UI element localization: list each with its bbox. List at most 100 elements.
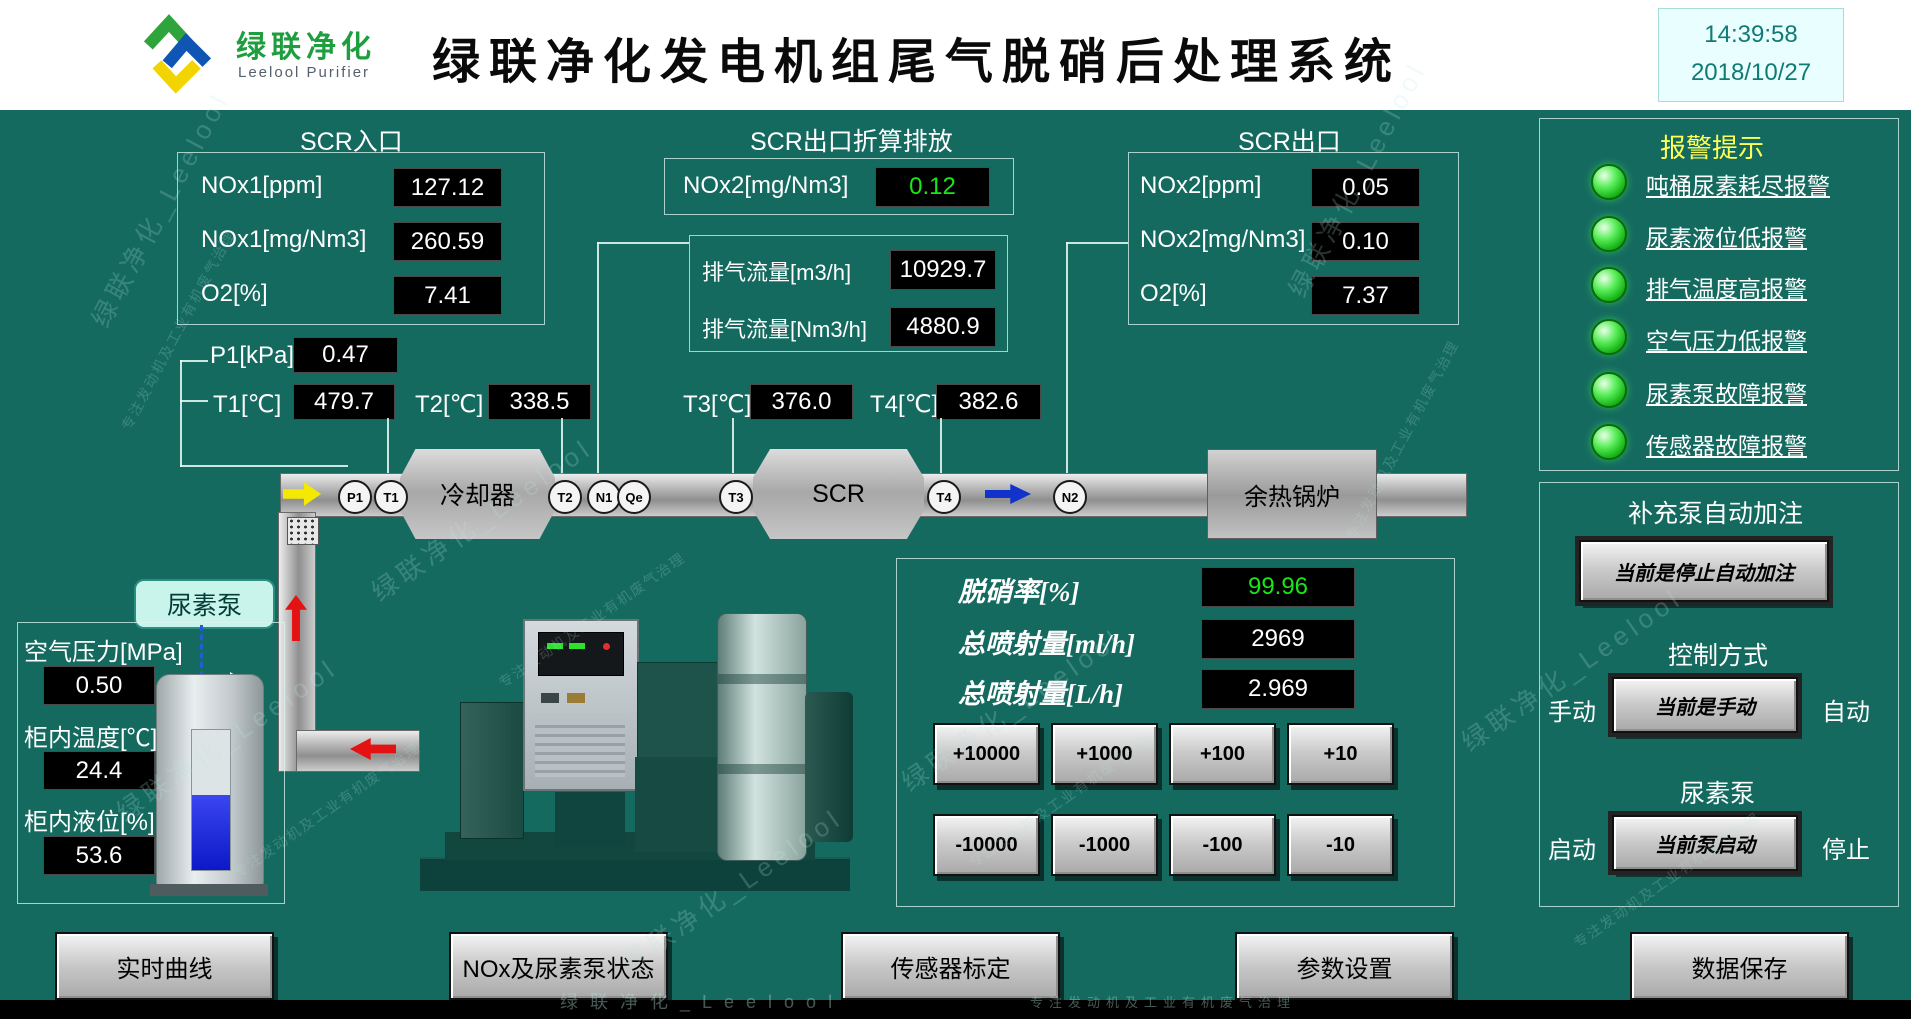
cabinet-temp-value: 24.4 (43, 751, 155, 790)
company-logo-icon (143, 14, 212, 94)
current-date: 2018/10/27 (1690, 59, 1812, 86)
nav-realtime-curve-button[interactable]: 实时曲线 (55, 932, 274, 1000)
generator-mid-block (635, 757, 730, 852)
inject-plus-100-button[interactable]: +100 (1169, 723, 1276, 785)
injector-valve-icon (287, 517, 319, 545)
t4-value: 382.6 (936, 384, 1041, 420)
scr-converted-label: NOx2[mg/Nm3] (683, 172, 849, 199)
nav-data-save-button[interactable]: 数据保存 (1630, 932, 1849, 1000)
urea-pump-tag: 尿素泵 (134, 579, 275, 629)
alarm-item-link[interactable]: 吨桶尿素耗尽报警 (1646, 173, 1830, 199)
alarm-item-link[interactable]: 尿素液位低报警 (1646, 225, 1807, 251)
t3-label: T3[℃] (683, 391, 752, 418)
alarm-panel (1539, 118, 1899, 471)
nav-nox-pump-status-button[interactable]: NOx及尿素泵状态 (449, 932, 668, 1000)
inject-plus-10000-button[interactable]: +10000 (933, 723, 1040, 785)
generator-control-cabinet (523, 619, 639, 791)
connector-line (180, 360, 208, 362)
connector-line (561, 418, 563, 480)
node-T3: T3 (719, 480, 753, 514)
scr-inlet-title: SCR入口 (300, 128, 403, 156)
generator-flywheel (805, 692, 853, 842)
node-T4: T4 (927, 480, 961, 514)
exhaust-flow-label: 排气流量[Nm3/h] (702, 317, 868, 342)
generator-alternator-cylinder (717, 613, 807, 861)
cabinet-button (541, 693, 559, 703)
alarm-panel-title: 报警提示 (1660, 133, 1765, 163)
connector-line (180, 400, 208, 402)
connector-line (180, 360, 182, 467)
cylinder-band (718, 764, 806, 774)
scr-outlet-panel (1128, 152, 1459, 325)
exhaust-flow-value: 4880.9 (890, 307, 996, 347)
injection-panel (896, 558, 1455, 907)
manual-label: 手动 (1548, 699, 1596, 726)
t4-label: T4[℃] (870, 391, 939, 418)
inject-plus-1000-button[interactable]: +1000 (1051, 723, 1158, 785)
connector-line (1066, 242, 1068, 473)
inject-minus-100-button[interactable]: -100 (1169, 814, 1276, 876)
scr-inlet-panel (177, 152, 545, 325)
scr-outlet-row-label: NOx2[mg/Nm3] (1140, 226, 1306, 253)
cabinet-display (538, 632, 624, 676)
scr-converted-title: SCR出口折算排放 (750, 128, 953, 156)
inject-minus-1000-button[interactable]: -1000 (1051, 814, 1158, 876)
alarm-led (1591, 267, 1627, 303)
t1-label: T1[℃] (213, 391, 282, 418)
connector-line (387, 418, 389, 480)
control-panel (1539, 482, 1899, 907)
cabinet-vents (535, 719, 625, 777)
page-title: 绿联净化发电机组尾气脱硝后处理系统 (432, 36, 1402, 89)
scr-vessel: SCR (753, 449, 924, 539)
alarm-led (1591, 319, 1627, 355)
pump-section-title: 尿素泵 (1680, 780, 1756, 808)
alarm-item-link[interactable]: 传感器故障报警 (1646, 433, 1807, 459)
refill-toggle-button[interactable]: 当前是停止自动加注 (1579, 540, 1829, 602)
scr-inlet-row-label: NOx1[mg/Nm3] (201, 226, 367, 253)
denox-rate-value: 99.96 (1201, 567, 1355, 607)
footer-bar (0, 1000, 1911, 1019)
t1-value: 479.7 (293, 384, 395, 420)
scr-outlet-title: SCR出口 (1238, 128, 1341, 156)
cabinet-display-indicator (569, 643, 585, 649)
scr-inlet-row-value: 7.41 (393, 276, 502, 315)
nav-parameter-settings-button[interactable]: 参数设置 (1235, 932, 1454, 1000)
urea-tank-base (150, 884, 268, 896)
inject-minus-10-button[interactable]: -10 (1287, 814, 1394, 876)
current-time: 14:39:58 (1704, 21, 1798, 48)
cabinet-temp-label: 柜内温度[℃] (24, 725, 158, 752)
alarm-item-link[interactable]: 空气压力低报警 (1646, 328, 1807, 354)
nav-sensor-calibration-button[interactable]: 传感器标定 (841, 932, 1060, 1000)
start-label: 启动 (1548, 837, 1596, 864)
air-pressure-value: 0.50 (43, 666, 155, 705)
urea-dashed-line (200, 625, 203, 677)
mode-toggle-button[interactable]: 当前是手动 (1612, 677, 1798, 733)
scr-outlet-row-label: NOx2[ppm] (1140, 172, 1262, 199)
scr-inlet-row-label: O2[%] (201, 280, 268, 307)
urea-tank-sight-glass (191, 729, 231, 871)
alarm-led (1591, 164, 1627, 200)
inject-minus-10000-button[interactable]: -10000 (933, 814, 1040, 876)
scr-inlet-row-label: NOx1[ppm] (201, 172, 323, 199)
logo-company-subtitle: Leelool Purifier (238, 64, 371, 81)
alarm-item-link[interactable]: 尿素泵故障报警 (1646, 381, 1807, 407)
inject-plus-10-button[interactable]: +10 (1287, 723, 1394, 785)
urea-station-panel (17, 622, 285, 904)
cooler-vessel: 冷却器 (400, 449, 555, 539)
cabinet-level-label: 柜内液位[%] (24, 809, 155, 836)
pump-toggle-button[interactable]: 当前泵启动 (1612, 815, 1798, 871)
p1-label: P1[kPa] (210, 342, 295, 369)
scr-converted-panel (664, 158, 1014, 215)
scr-inlet-row-value: 260.59 (393, 222, 502, 261)
alarm-item-link[interactable]: 排气温度高报警 (1646, 276, 1807, 302)
air-pressure-label: 空气压力[MPa] (24, 639, 183, 666)
cabinet-button (567, 693, 585, 703)
exhaust-flow-label: 排气流量[m3/h] (702, 260, 852, 285)
connector-line (1066, 242, 1128, 244)
node-T1: T1 (374, 480, 408, 514)
scr-outlet-row-value: 7.37 (1311, 276, 1420, 315)
p1-value: 0.47 (293, 337, 398, 373)
logo-company-name: 绿联净化 (236, 31, 376, 64)
alarm-led (1591, 424, 1627, 460)
connector-line (732, 418, 734, 480)
